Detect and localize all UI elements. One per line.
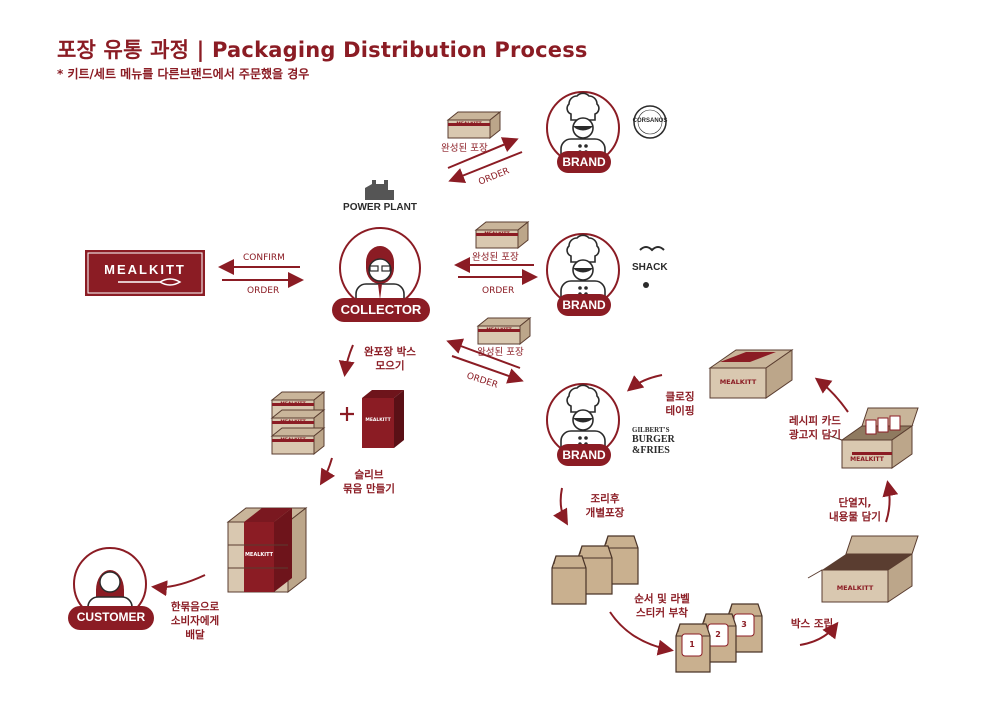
- packed-label-2: 완성된 포장: [472, 252, 519, 263]
- empty-box-label: MEALKITT: [836, 584, 874, 592]
- gilberts-logo-line3: &FRIES: [632, 445, 670, 456]
- power-plant-logo: [365, 180, 394, 200]
- confirm-label: CONFIRM: [243, 253, 285, 263]
- cook-arrow: [553, 487, 568, 526]
- corsanos-logo: [633, 105, 667, 139]
- closing-arrow: [626, 374, 663, 392]
- closed-box-label: MEALKITT: [719, 378, 757, 386]
- plus-icon: [340, 407, 354, 421]
- order-label-left: ORDER: [247, 286, 280, 296]
- empty-box: [807, 535, 919, 603]
- packed-label-3: 완성된 포장: [477, 347, 524, 358]
- collect-arrow: [338, 344, 355, 377]
- packed-label-1: 완성된 포장: [441, 143, 488, 154]
- deliver-arrow: [151, 574, 206, 597]
- closed-box: [708, 349, 794, 399]
- assemble-arrow: [799, 621, 839, 646]
- collector-icon: [339, 227, 421, 309]
- shack-logo: [639, 246, 665, 252]
- packed-box-1-label: MEALKITT: [456, 122, 482, 127]
- customer-badge: [68, 606, 154, 630]
- power-plant-logo-text: POWER PLANT: [343, 202, 417, 213]
- fill-arrow: [882, 480, 899, 523]
- brand-label-3: BRAND: [562, 448, 606, 462]
- packed-arrow-3: [446, 338, 521, 369]
- sleeve-step-label: 슬리브 묶음 만들기: [343, 469, 395, 495]
- packed-box-2-label: MEALKITT: [484, 232, 510, 237]
- assemble-step-label: 박스 조립: [790, 618, 834, 630]
- packed-box-3-label: MEALKITT: [486, 328, 512, 333]
- sticker-number-3: 3: [741, 620, 747, 629]
- sleeve-arrow: [319, 457, 336, 486]
- sticker-step-label: 순서 및 라벨 스티커 부착: [634, 593, 690, 619]
- recipe-step-label: 레시피 카드 광고지 담기: [789, 415, 841, 441]
- collector-badge: [332, 298, 430, 322]
- deliver-step-label: 한묶음으로 소비자에게 배달: [170, 601, 220, 641]
- sleeve-box-label: MEALKITT: [365, 418, 391, 423]
- labeled-bags: [675, 603, 763, 673]
- recipe-arrow: [814, 377, 849, 413]
- bundled-box-label: MEALKITT: [244, 552, 274, 558]
- brand-badge-1: [557, 151, 611, 173]
- page-subtitle: * 키트/세트 메뉴를 다른브랜드에서 주문했을 경우: [57, 67, 310, 81]
- closing-step-label: 클로징 테이핑: [665, 391, 695, 417]
- cook-step-label: 조리후 개별포장: [585, 493, 625, 519]
- brand-label-2: BRAND: [562, 298, 606, 312]
- collector-label: COLLECTOR: [340, 302, 422, 317]
- sticker-arrow: [609, 611, 674, 656]
- fill-step-label: 단열지, 내용물 담기: [829, 497, 881, 523]
- mealkitt-logo: [85, 250, 205, 296]
- page-title: 포장 유통 과정 | Packaging Distribution Proces…: [57, 38, 588, 62]
- order-label-2: ORDER: [482, 286, 515, 296]
- corsanos-logo-text: CORSANOS: [632, 118, 668, 124]
- whisk-icon: [118, 278, 182, 286]
- customer-label: CUSTOMER: [76, 610, 146, 624]
- brand-badge-2: [557, 294, 611, 316]
- shack-logo-text: SHACK: [632, 262, 668, 273]
- brand-badge-3: [557, 444, 611, 466]
- gilberts-logo-line2: BURGER: [632, 434, 675, 445]
- order-arrow-1: [448, 151, 523, 183]
- sleeve-box: [362, 390, 404, 448]
- bundled-box: [226, 506, 308, 594]
- gilberts-logo-line1: GILBERT'S: [632, 426, 670, 434]
- mealkitt-logo-text: MEALKITT: [104, 262, 186, 277]
- collect-step-label: 완포장 박스 모으기: [364, 346, 416, 372]
- order-arrow-3: [451, 355, 524, 384]
- stack-box-3-label: MEALKITT: [280, 438, 306, 443]
- sticker-number-1: 1: [689, 640, 695, 649]
- open-box-label: MEALKITT: [850, 456, 884, 463]
- sticker-number-2: 2: [715, 630, 721, 639]
- stack-box-1-label: MEALKITT: [280, 402, 306, 407]
- brand-label-1: BRAND: [562, 155, 606, 169]
- packed-arrow-1: [447, 137, 519, 169]
- stack-box-2-label: MEALKITT: [280, 420, 306, 425]
- open-box-with-cards: [829, 407, 919, 469]
